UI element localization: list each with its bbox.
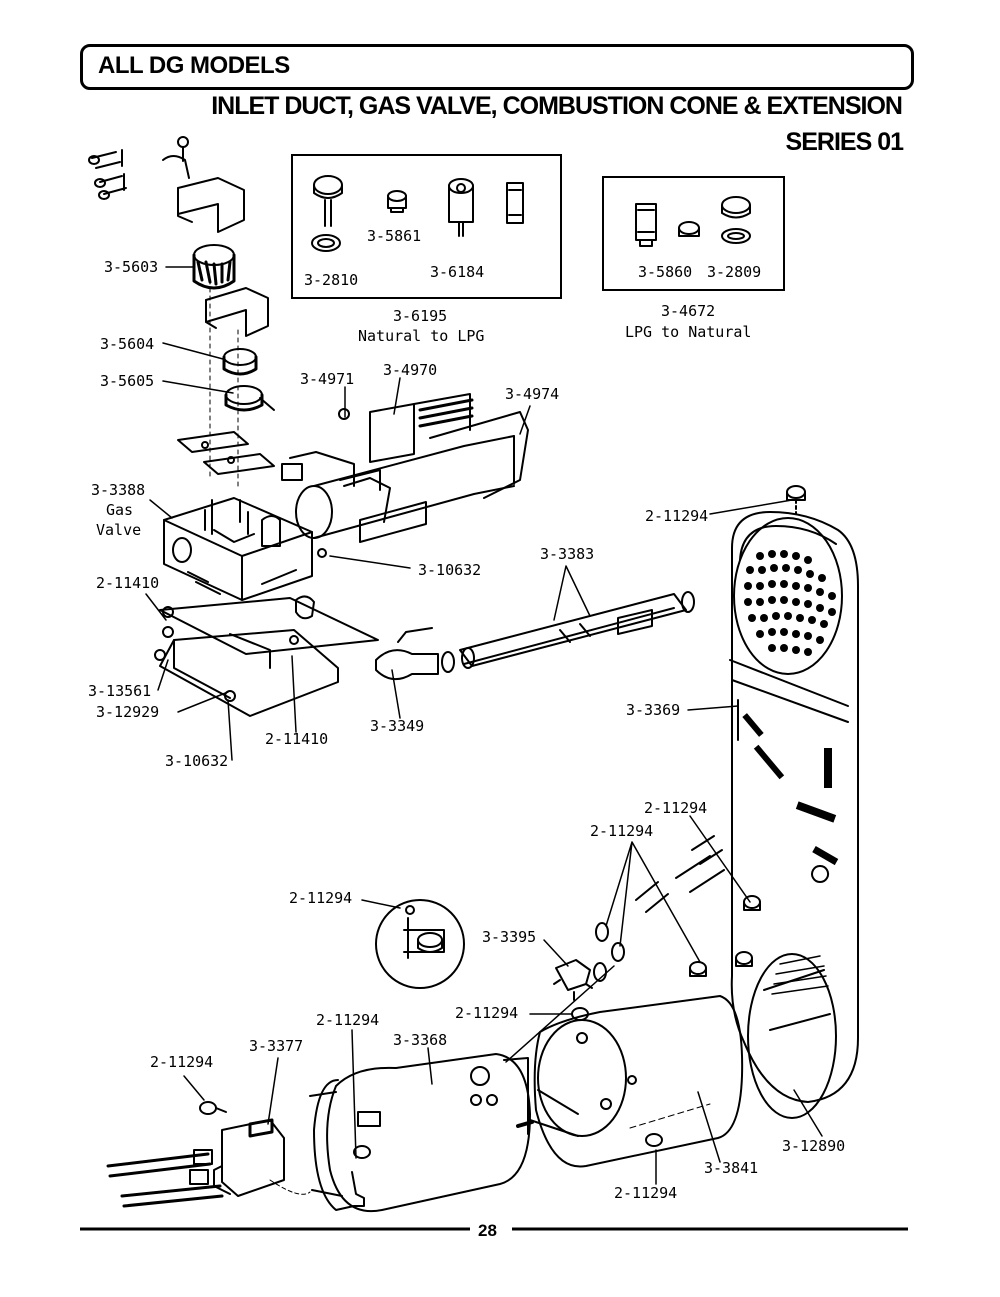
header-frame bbox=[80, 44, 914, 90]
part-label: 3-2810 bbox=[304, 271, 359, 289]
kit-box-lpg-to-natural bbox=[602, 176, 785, 291]
part-label: 2-11294 bbox=[316, 1011, 380, 1029]
page-title: ALL DG MODELS bbox=[98, 52, 290, 79]
part-label: 2-11410 bbox=[265, 730, 329, 748]
part-label: 3-10632 bbox=[165, 752, 229, 770]
part-label: 2-11294 bbox=[289, 889, 353, 907]
part-label: 3-5604 bbox=[100, 335, 155, 353]
part-label: Gas bbox=[106, 501, 134, 519]
part-label: 3-4974 bbox=[505, 385, 560, 403]
part-label: 2-11294 bbox=[150, 1053, 214, 1071]
part-label: 2-11294 bbox=[614, 1184, 678, 1202]
part-label: 2-11294 bbox=[645, 507, 709, 525]
inset-circle-drawing bbox=[375, 899, 465, 989]
part-label: 3-3841 bbox=[704, 1159, 759, 1177]
part-label: 3-5605 bbox=[100, 372, 155, 390]
part-label: Valve bbox=[96, 521, 142, 539]
part-label: 3-3395 bbox=[482, 928, 537, 946]
part-label: 3-5603 bbox=[104, 258, 159, 276]
series-label: SERIES 01 bbox=[785, 128, 904, 156]
part-label: 3-12890 bbox=[782, 1137, 846, 1155]
gas-pipe-drawing bbox=[375, 591, 695, 681]
part-label: 3-3388 bbox=[91, 481, 146, 499]
diagram-subtitle: INLET DUCT, GAS VALVE, COMBUSTION CONE &… bbox=[211, 92, 903, 120]
kit-lpg-to-natural-parts bbox=[635, 196, 751, 247]
part-label: 3-5860 bbox=[638, 263, 693, 281]
part-label: 2-11294 bbox=[590, 822, 654, 840]
kit-number: 3-4672 bbox=[661, 302, 716, 320]
kit-natural-to-lpg-parts bbox=[311, 175, 524, 252]
gas-valve-drawing bbox=[154, 497, 379, 717]
thermostat-drawing bbox=[553, 835, 761, 1001]
part-label: 3-3368 bbox=[393, 1031, 448, 1049]
sensor-bracket-drawing bbox=[106, 1101, 311, 1208]
extension-drawing bbox=[529, 995, 744, 1168]
part-label: 3-3377 bbox=[249, 1037, 304, 1055]
part-label: 3-12929 bbox=[96, 703, 160, 721]
part-label: 3-3383 bbox=[540, 545, 595, 563]
leader-lines bbox=[145, 266, 823, 1185]
kit-name: LPG to Natural bbox=[625, 323, 752, 341]
part-label: 3-4970 bbox=[383, 361, 438, 379]
part-label: 3-13561 bbox=[88, 682, 152, 700]
part-label: 3-4971 bbox=[300, 370, 355, 388]
part-label: 3-3349 bbox=[370, 717, 425, 735]
part-label: 3-10632 bbox=[418, 561, 482, 579]
inlet-duct-drawing bbox=[281, 393, 529, 543]
part-label: 2-11294 bbox=[644, 799, 708, 817]
kit-box-natural-to-lpg bbox=[291, 154, 562, 299]
part-label: 3-5861 bbox=[367, 227, 422, 245]
part-label: 2-11294 bbox=[455, 1004, 519, 1022]
kit-name: Natural to LPG bbox=[358, 327, 485, 345]
part-label: 3-3369 bbox=[626, 701, 681, 719]
inlet-duct-panel-drawing bbox=[729, 485, 859, 1119]
page-number: 28 bbox=[478, 1221, 497, 1240]
part-label: 2-11410 bbox=[96, 574, 160, 592]
part-label: 3-6184 bbox=[430, 263, 485, 281]
part-label: 3-2809 bbox=[707, 263, 762, 281]
coil-assembly-drawing bbox=[88, 136, 275, 491]
combustion-cone-drawing bbox=[309, 1053, 534, 1213]
kit-number: 3-6195 bbox=[393, 307, 448, 325]
